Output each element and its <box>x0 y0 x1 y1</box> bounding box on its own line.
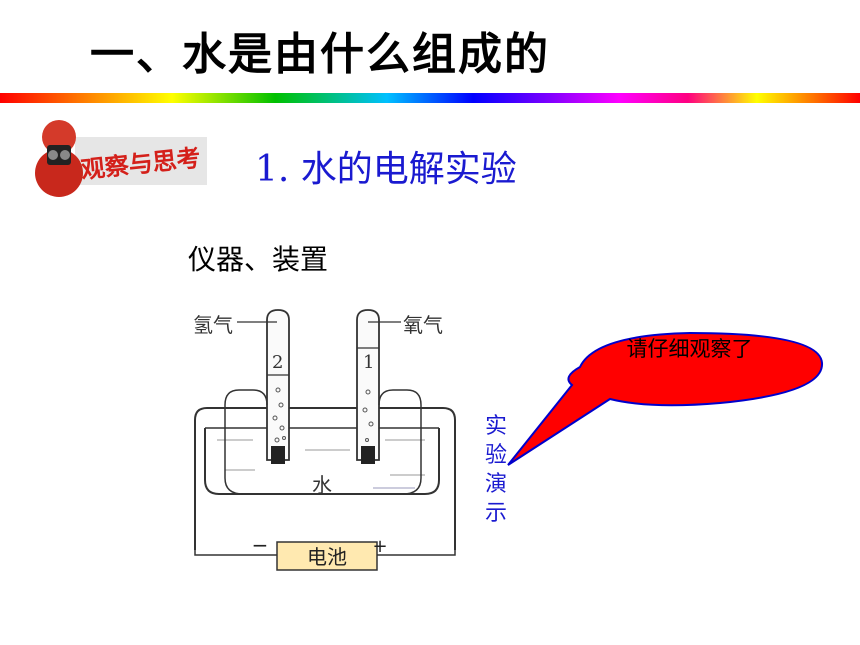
electrode-right <box>361 446 375 464</box>
tube-left-number: 2 <box>272 352 283 373</box>
battery <box>276 541 378 571</box>
trough-inner <box>204 428 440 495</box>
battery-label: 电池 <box>307 545 347 569</box>
callout-shape <box>507 331 824 466</box>
section-heading: 1. 水的电解实验 <box>255 149 517 190</box>
tube-right-number: 1 <box>363 352 374 373</box>
trough-outer <box>194 407 456 550</box>
tube-right <box>356 309 380 461</box>
electrode-left <box>271 446 285 464</box>
hydrogen-label: 氢气 <box>193 313 233 337</box>
slide-title: 一、水是由什么组成的 <box>90 29 550 80</box>
oxygen-label: 氧气 <box>403 313 443 337</box>
demo-link[interactable]: 实验演示 <box>484 414 507 526</box>
water-label: 水 <box>312 473 332 497</box>
tube-left <box>266 309 290 461</box>
negative-terminal: − <box>252 533 269 557</box>
callout-text: 请仔细观察了 <box>626 337 753 361</box>
positive-terminal: + <box>372 536 387 557</box>
badge-background <box>75 137 207 185</box>
electrolysis-apparatus-diagram: 电池 − + 氢气 氧气 2 1 水 <box>193 309 456 571</box>
apparatus-heading: 仪器、装置 <box>188 243 329 276</box>
observe-think-badge: 观察与思考 <box>35 120 207 197</box>
rainbow-divider <box>0 93 860 103</box>
callout-bubble <box>507 331 824 466</box>
